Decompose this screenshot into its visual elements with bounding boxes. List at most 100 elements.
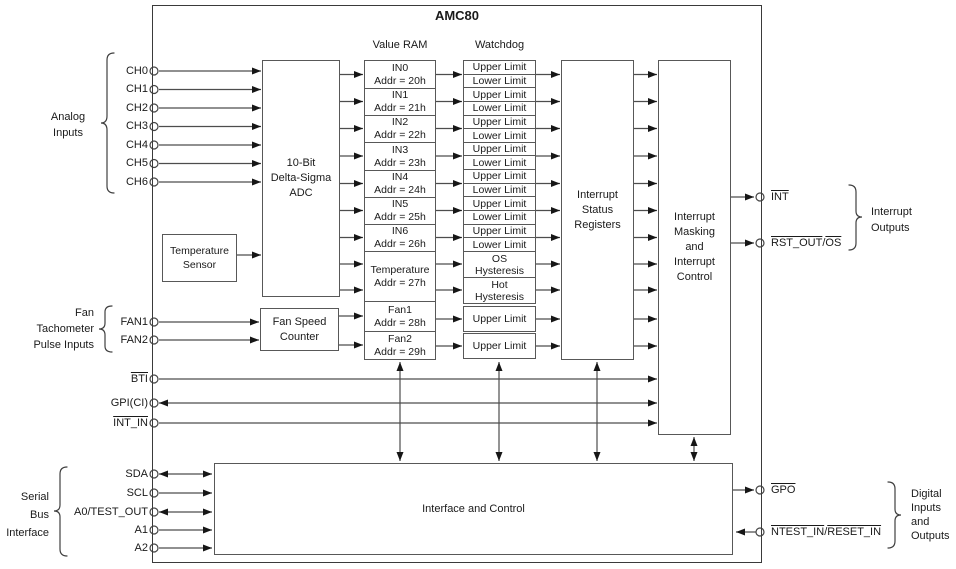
fan-speed-counter-line: Fan Speed [272,315,327,328]
hot-hysteresis-line: Hot [491,278,508,291]
pin-label-slash: / [822,237,826,249]
pin-label-a1: A1 [134,524,148,536]
pin-label-fan1: FAN1 [120,316,148,328]
watchdog-lower-limit: Lower Limit [464,128,535,142]
ram-cell-temperature: Temperature Addr = 27h [365,251,435,301]
ram-cell: IN4 Addr = 24h [365,170,435,197]
ram-cell-name: IN6 [391,225,409,237]
group-line: Inputs [53,127,83,139]
fan-speed-counter-line: Counter [279,330,320,343]
ram-cell: IN6 Addr = 26h [365,224,435,251]
serial-bus-brace [53,466,68,557]
ram-cell-name: IN4 [391,171,409,183]
ram-cell-addr: Addr = 22h [374,129,426,141]
watchdog-upper-limit: Upper Limit [464,114,535,129]
group-line: Inputs [911,502,941,514]
adc-block: 10-Bit Delta-Sigma ADC [262,60,340,297]
ram-cell: IN0 Addr = 20h [365,61,435,88]
ram-cell-addr: Addr = 27h [374,276,426,289]
fan2-upper-limit-box: Upper Limit [463,333,536,359]
ram-cell-name: Temperature [370,263,430,276]
ram-cell-addr: Addr = 21h [374,102,426,114]
group-label-serial-bus: Serial Bus Interface [0,488,49,542]
imc-line: Interrupt [674,211,715,223]
digital-io-lines [733,486,756,536]
group-line: Outputs [871,222,910,234]
ram-cell-fan1: Fan1 Addr = 28h [365,301,435,331]
pin-label-ch0: CH0 [125,65,148,77]
fan-inputs-brace [98,305,113,353]
pin-label-ch3: CH3 [125,120,148,132]
ram-cell-name: IN3 [391,143,409,156]
hot-hysteresis-cell: Hot Hysteresis [464,277,535,303]
serial-bus-lines [159,470,212,552]
watchdog-to-isr-lines [536,71,560,350]
adc-line: ADC [289,187,313,199]
pin-label-ch2: CH2 [125,102,148,114]
watchdog-lower-limit: Lower Limit [464,155,535,169]
pin-label-ch5: CH5 [125,157,148,169]
fsc-to-ram-lines [339,312,363,349]
temperature-sensor-block: Temperature Sensor [162,234,237,282]
group-line: Interrupt [871,206,912,218]
group-label-interrupt-outputs: Interrupt Outputs [871,204,912,236]
os-hysteresis-line: Hysteresis [474,264,524,277]
pin-label-ch1: CH1 [125,83,148,95]
imc-line: and [685,241,704,253]
pin-label-rst-out-os: RST_OUT/OS [771,235,841,251]
ram-cell-name: IN2 [391,116,409,128]
group-line: Analog [50,111,86,123]
isr-to-imc-lines [634,71,657,350]
watchdog-lower-limit: Lower Limit [464,100,535,115]
pin-label-reset-in: RESET_IN [827,526,882,538]
ram-cell-addr: Addr = 25h [374,211,426,223]
pin-label-a2: A2 [134,542,148,554]
watchdog-lower-limit: Lower Limit [464,182,535,197]
interrupt-output-lines [731,193,754,247]
ram-cell-fan2: Fan2 Addr = 29h [365,331,435,359]
watchdog-upper-limit: Upper Limit [464,87,535,101]
interrupt-outputs-brace [848,184,863,251]
watchdog-upper-limit: Upper Limit [464,223,535,238]
watchdog-limit-rows: Upper Limit Lower Limit Upper Limit Lowe… [464,61,535,251]
watchdog-upper-limit: Upper Limit [464,196,535,210]
watchdog-column: Upper Limit Lower Limit Upper Limit Lowe… [463,60,536,304]
group-label-fan-tachometer: Fan Tachometer Pulse Inputs [0,305,94,353]
pin-label-int: INT [771,191,789,203]
pin-label-os: OS [825,237,842,249]
ram-cell: IN2 Addr = 22h [365,115,435,142]
ram-cell: IN1 Addr = 21h [365,88,435,115]
ram-cell-addr: Addr = 20h [374,74,426,87]
pin-label-int-in: INT_IN [113,417,148,429]
ram-cell-name: IN0 [391,61,409,74]
watchdog-lower-limit: Lower Limit [464,210,535,224]
temperature-sensor-line: Temperature [170,245,229,257]
bus-vertical-arrows [396,362,698,461]
watchdog-upper-limit: Upper Limit [464,169,535,183]
interrupt-masking-block: Interrupt Masking and Interrupt Control [658,60,731,435]
pin-label-fan2: FAN2 [120,334,148,346]
digital-io-brace [887,481,902,549]
fan-speed-counter-block: Fan Speed Counter [260,308,339,351]
group-line: Bus [30,509,49,521]
ram-cell: IN5 Addr = 25h [365,197,435,224]
pin-label-rst-out: RST_OUT [771,237,823,249]
isr-line: Status [581,203,614,216]
analog-inputs-brace [100,52,115,194]
ch-input-lines [159,67,261,186]
watchdog-header: Watchdog [474,39,525,51]
ram-cell-addr: Addr = 24h [374,184,426,196]
pin-label-gpo: GPO [771,484,796,496]
imc-line: Control [676,271,713,283]
watchdog-lower-limit: Lower Limit [464,237,535,251]
group-label-digital-io: Digital Inputs and Outputs [911,487,950,543]
chip-outline [152,5,762,563]
pin-label-sda: SDA [125,468,148,480]
os-hysteresis-line: OS [491,252,508,265]
adc-line: 10-Bit [286,157,316,169]
interrupt-status-registers-block: Interrupt Status Registers [561,60,634,360]
pin-label-scl: SCL [126,487,148,499]
fan-input-lines [159,318,259,344]
group-line: Pulse Inputs [33,339,94,351]
